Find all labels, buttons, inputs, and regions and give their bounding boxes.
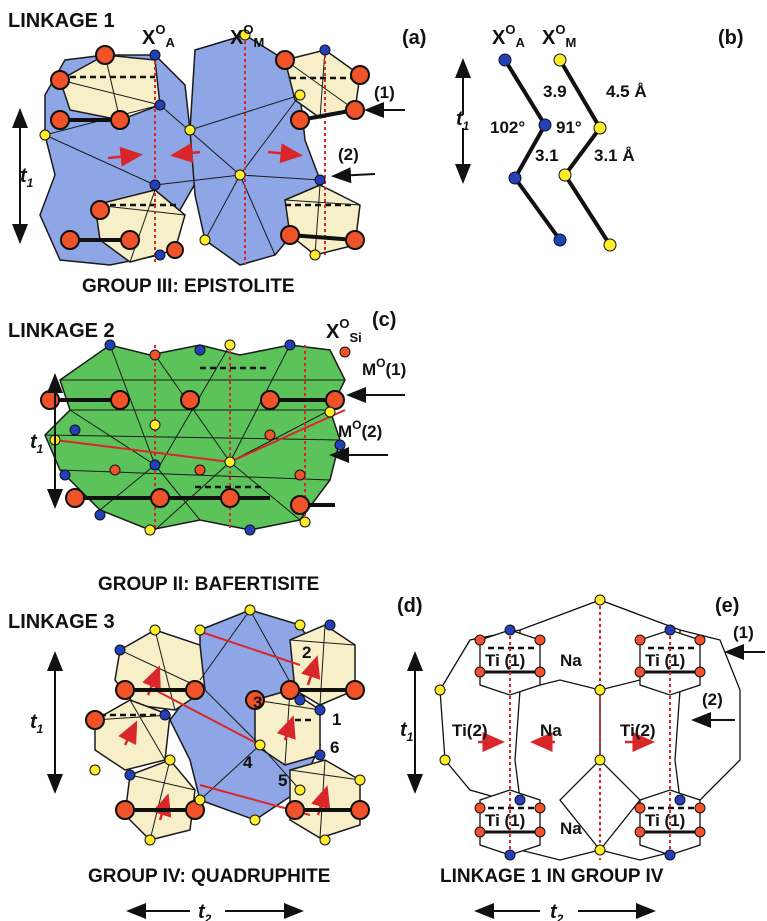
panel-e-arrow1-label: (1) bbox=[733, 623, 754, 642]
panel-b-d3: 3.1 bbox=[535, 146, 559, 165]
panel-d-n2: 2 bbox=[302, 643, 311, 662]
panel-e-t1: t1 bbox=[400, 719, 414, 744]
panel-a: LINKAGE 1 XOA XOM (a) (1) (2) t1 GROUP I… bbox=[8, 10, 426, 297]
panel-e-na-a: Na bbox=[560, 651, 582, 670]
panel-d-title: LINKAGE 3 bbox=[8, 611, 115, 633]
panel-a-letter: (a) bbox=[402, 27, 426, 49]
panel-e-ti1-c: Ti (1) bbox=[485, 811, 525, 830]
panel-b-xa-label: XOA bbox=[492, 22, 525, 50]
panel-b-letter: (b) bbox=[718, 27, 744, 49]
panel-b-xm-label: XOM bbox=[542, 22, 576, 50]
panel-d-n6: 6 bbox=[330, 738, 339, 757]
panel-a-arrow2-label: (2) bbox=[338, 145, 359, 164]
panel-e-ti1-a: Ti (1) bbox=[485, 651, 525, 670]
panel-d-n5: 5 bbox=[278, 771, 287, 790]
panel-e-letter: (e) bbox=[715, 595, 739, 617]
panel-d-letter: (d) bbox=[397, 595, 423, 617]
panel-e-na-b: Na bbox=[540, 721, 562, 740]
panel-b-a2: 91° bbox=[556, 118, 582, 137]
panel-b-chain-a bbox=[503, 58, 562, 242]
panel-e-ti1-d: Ti (1) bbox=[645, 811, 685, 830]
panel-d-n1: 1 bbox=[332, 710, 341, 729]
panel-b-d4: 3.1 Å bbox=[594, 146, 635, 165]
panel-b-d2: 4.5 Å bbox=[606, 82, 647, 101]
panel-e-ti2-a: Ti(2) bbox=[452, 721, 488, 740]
panel-a-arrow2 bbox=[331, 167, 376, 184]
panel-a-arrow1-label: (1) bbox=[374, 83, 395, 102]
panel-c: LINKAGE 2 (c) XOSi MO(1) MO(2) t1 GROUP … bbox=[8, 309, 406, 595]
panel-b: XOA XOM (b) 3.9 4.5 Å 102° 91° 3.1 3.1 Å… bbox=[455, 22, 744, 252]
panel-e-ti1-b: Ti (1) bbox=[645, 651, 685, 670]
panel-e-arrow2-label: (2) bbox=[702, 690, 723, 709]
panel-c-xsi-label: XOSi bbox=[326, 316, 362, 345]
panel-a-xm-label: XOM bbox=[230, 22, 264, 50]
panel-c-letter: (c) bbox=[372, 309, 396, 331]
panel-c-t1: t1 bbox=[30, 431, 44, 456]
panel-e-caption: LINKAGE 1 IN GROUP IV bbox=[440, 866, 664, 887]
panel-c-m2-label: MO(2) bbox=[338, 418, 382, 441]
panel-a-polyhedra bbox=[39, 29, 370, 266]
panel-a-xa-label: XOA bbox=[142, 22, 175, 50]
panel-b-chain-m bbox=[558, 58, 612, 247]
panel-a-t1: t1 bbox=[20, 165, 34, 190]
panel-b-t1: t1 bbox=[456, 108, 470, 133]
panel-c-caption: GROUP II: BAFERTISITE bbox=[98, 574, 319, 595]
panel-d-n4: 4 bbox=[243, 753, 253, 772]
panel-d: LINKAGE 3 (d) 2 3 1 6 4 5 t1 GROUP IV: Q… bbox=[8, 595, 423, 921]
panel-d-t2: t2 bbox=[198, 901, 212, 921]
panel-d-t1: t1 bbox=[30, 711, 44, 736]
panel-e: (e) Ti (1) Ti (1) Ti (1) Ti (1) Ti(2) Ti… bbox=[400, 594, 765, 921]
panel-d-n3: 3 bbox=[253, 693, 262, 712]
panel-e-na-c: Na bbox=[560, 819, 582, 838]
panel-b-a1: 102° bbox=[490, 118, 525, 137]
panel-b-d1: 3.9 bbox=[543, 82, 567, 101]
panel-a-caption: GROUP III: EPISTOLITE bbox=[82, 276, 295, 297]
panel-c-title: LINKAGE 2 bbox=[8, 320, 115, 342]
panel-a-title: LINKAGE 1 bbox=[8, 10, 115, 32]
panel-e-ti2-b: Ti(2) bbox=[620, 721, 656, 740]
panel-d-caption: GROUP IV: QUADRUPHITE bbox=[88, 866, 330, 887]
panel-e-t2: t2 bbox=[550, 901, 564, 921]
panel-c-m1-label: MO(1) bbox=[362, 356, 406, 379]
